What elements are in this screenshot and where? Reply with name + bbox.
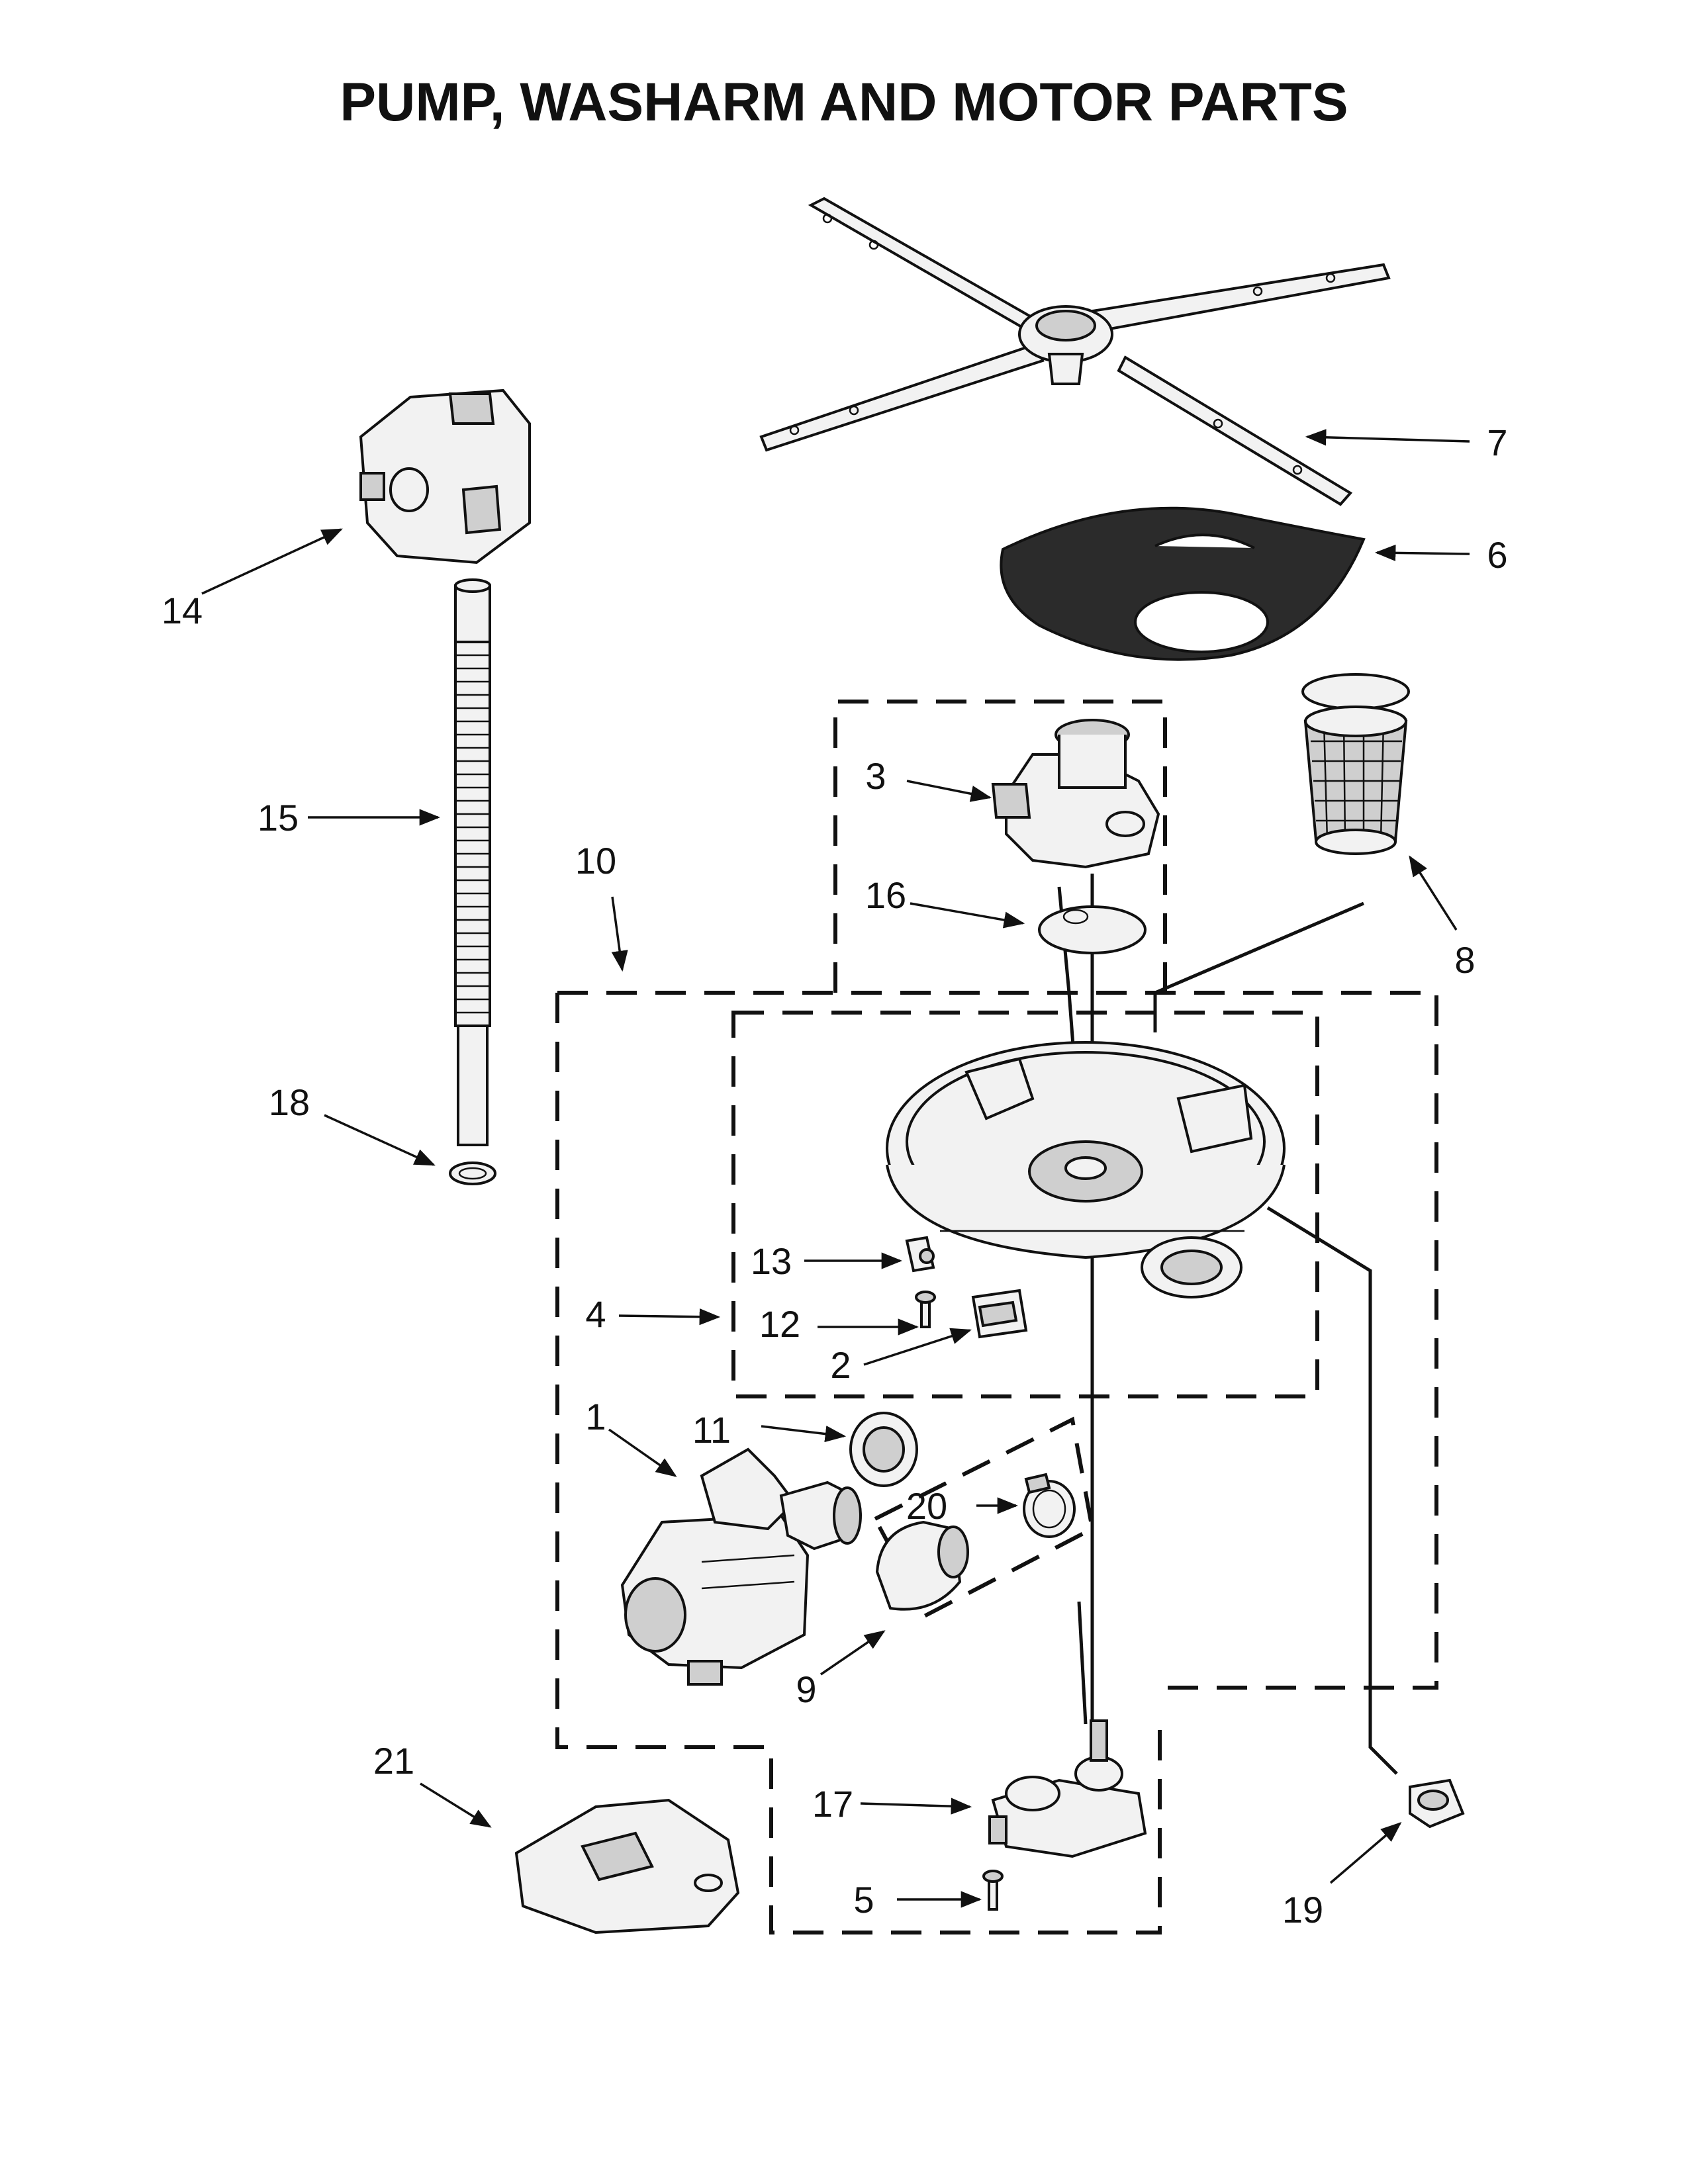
seal-2-part	[971, 1289, 1028, 1339]
hose-15-part	[454, 578, 491, 1146]
box-10-dashed	[557, 991, 1438, 1690]
callout-8: 8	[1454, 939, 1475, 981]
callout-12: 12	[759, 1303, 800, 1345]
sensor-19-part	[1409, 1778, 1465, 1829]
diverter-motor-17-part	[988, 1719, 1147, 1858]
cover-21-part	[514, 1798, 740, 1934]
callout-11: 11	[692, 1409, 731, 1451]
callout-9: 9	[796, 1668, 816, 1710]
callout-7: 7	[1487, 422, 1507, 463]
connection-lines	[1057, 874, 1398, 1775]
box-4-dashed	[731, 1011, 1319, 1398]
sensor-clip-part	[905, 1236, 935, 1273]
callout-16: 16	[865, 874, 906, 916]
callout-19: 19	[1282, 1889, 1323, 1931]
callout-4: 4	[585, 1293, 606, 1335]
callout-20: 20	[906, 1485, 947, 1527]
seal-ring-11-part	[849, 1412, 918, 1487]
callout-5: 5	[853, 1879, 874, 1921]
callout-17: 17	[812, 1783, 853, 1825]
callout-14: 14	[162, 590, 203, 631]
shield-part	[1000, 506, 1366, 661]
clamp-18-part	[449, 1161, 496, 1185]
diagram-title: PUMP, WASHARM AND MOTOR PARTS	[340, 72, 1348, 132]
callout-1: 1	[585, 1396, 606, 1437]
hose-9-part	[875, 1520, 969, 1611]
filter-part	[1301, 673, 1410, 855]
clamp-20-part	[1023, 1473, 1076, 1538]
gasket-part	[1038, 905, 1147, 954]
box-upper-dashed	[833, 700, 1167, 993]
callout-6: 6	[1487, 534, 1507, 576]
callout-18: 18	[269, 1081, 310, 1123]
callout-2: 2	[830, 1344, 851, 1386]
leader-lines	[201, 429, 1470, 1908]
pump-housing-part	[991, 719, 1160, 869]
sump-part	[886, 1041, 1286, 1298]
screw-12-part	[915, 1291, 936, 1328]
callout-3: 3	[865, 755, 886, 797]
callout-21: 21	[373, 1740, 414, 1782]
callout-15: 15	[258, 797, 299, 839]
callout-13: 13	[751, 1240, 792, 1282]
callout-10: 10	[575, 840, 616, 882]
callout-labels: 7 6 3 16 8 10 13 4 12 2 1 11 20 9 17 5 1…	[162, 422, 1508, 1931]
housing-14-part	[359, 388, 531, 565]
spray-arm-part	[759, 197, 1391, 506]
screw-5-part	[982, 1870, 1004, 1911]
pump-motor-part	[620, 1447, 862, 1686]
